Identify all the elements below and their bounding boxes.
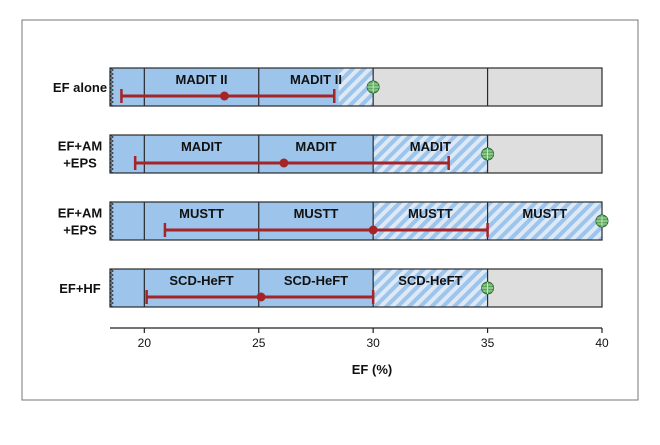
segment-label: MUSTT	[408, 206, 453, 221]
row-1: EF alone MADIT II MADIT II	[53, 67, 603, 107]
bar-empty-region	[487, 269, 602, 307]
bar-solid-region	[110, 269, 374, 307]
threshold-marker-icon	[481, 147, 495, 161]
point-estimate-dot	[256, 292, 266, 302]
point-estimate-dot	[219, 91, 229, 101]
x-tick-label: 20	[138, 336, 152, 350]
segment-label: SCD-HeFT	[398, 273, 462, 288]
row-label: EF+AM	[58, 139, 102, 154]
threshold-marker-icon	[366, 80, 380, 94]
bar-hatched-region	[373, 135, 488, 173]
row-label: +EPS	[63, 156, 97, 171]
bar-outline	[109, 268, 603, 308]
segment-label: MUSTT	[522, 206, 567, 221]
row-2: EF+AM +EPS MADIT MADIT MADIT	[58, 134, 603, 174]
bar-hatched-region	[373, 269, 488, 307]
x-axis-title: EF (%)	[352, 362, 392, 377]
segment-label: MADIT II	[176, 72, 228, 87]
point-estimate-dot	[368, 225, 378, 235]
row-4: EF+HF SCD-HeFT SCD-HeFT SCD-HeFT	[59, 268, 603, 308]
row-label: +EPS	[63, 223, 97, 238]
segment-label: MUSTT	[179, 206, 224, 221]
segment-label: MADIT	[295, 139, 336, 154]
bar-empty-region	[487, 135, 602, 173]
segment-label: MADIT II	[290, 72, 342, 87]
row-label: EF+HF	[59, 281, 101, 296]
x-tick-label: 25	[252, 336, 266, 350]
bar-outline	[109, 67, 603, 107]
row-3: EF+AM +EPS MUSTT MUSTT MUSTT MUSTT	[58, 201, 609, 241]
segment-label: SCD-HeFT	[169, 273, 233, 288]
segment-label: MUSTT	[294, 206, 339, 221]
x-tick-label: 35	[481, 336, 495, 350]
x-tick-label: 40	[595, 336, 609, 350]
segment-label: MADIT	[410, 139, 451, 154]
bar-solid-region	[110, 135, 374, 173]
threshold-marker-icon	[481, 281, 495, 295]
bar-solid-region	[110, 202, 374, 240]
x-tick-label: 30	[366, 336, 380, 350]
row-label: EF alone	[53, 80, 107, 95]
segment-label: SCD-HeFT	[284, 273, 348, 288]
rows-layer: EF alone MADIT II MADIT II EF+AM +EPS MADIT MA…	[53, 67, 609, 308]
threshold-marker-icon	[595, 214, 609, 228]
row-label: EF+AM	[58, 206, 102, 221]
bar-outline	[109, 134, 603, 174]
segment-label: MADIT	[181, 139, 222, 154]
x-axis: 20 25 30 35 40	[110, 327, 609, 350]
point-estimate-dot	[279, 158, 289, 168]
